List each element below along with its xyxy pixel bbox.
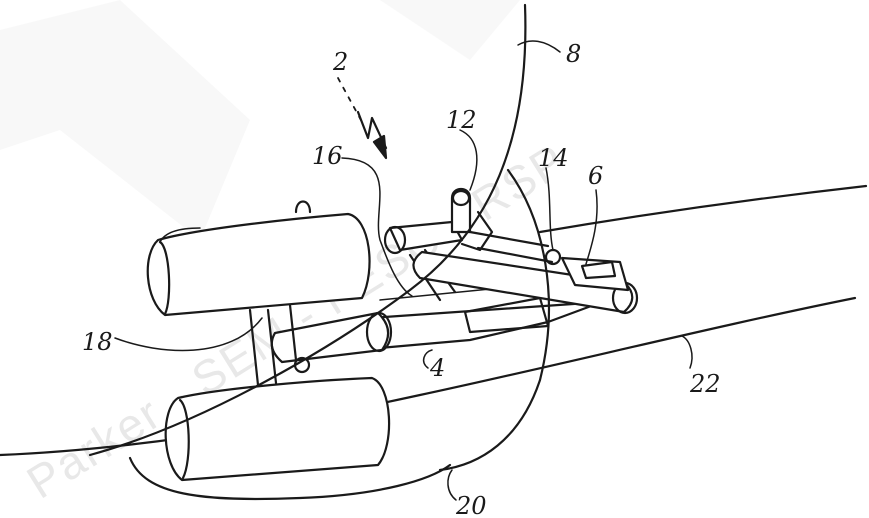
wheel-strut (248, 303, 298, 387)
lower-tyre (164, 376, 391, 482)
label-4: 4 (429, 354, 445, 382)
tyre-top-knob (294, 200, 312, 214)
watermark-chevron-shape-2 (380, 0, 520, 60)
leader-18 (114, 317, 263, 352)
direction-arrow-shaft (337, 77, 363, 123)
watermark-chevron-shape (0, 0, 250, 240)
leader-20 (447, 469, 457, 501)
label-2: 2 (332, 48, 348, 76)
door-arc (438, 168, 550, 472)
leader-6 (585, 189, 598, 265)
leader-4 (422, 349, 433, 369)
upper-tyre (146, 212, 371, 317)
label-16: 16 (312, 142, 343, 170)
label-12: 12 (446, 106, 477, 134)
leader-14 (545, 167, 554, 251)
label-20: 20 (455, 492, 487, 518)
leader-16 (341, 157, 413, 297)
pivot-mount (450, 187, 494, 252)
bay-outline (128, 456, 452, 501)
label-8: 8 (566, 40, 581, 68)
leader-8 (517, 40, 561, 53)
actuator (468, 230, 562, 266)
direction-arrow-tail (356, 110, 388, 150)
label-14: 14 (538, 144, 569, 172)
label-18: 18 (82, 328, 113, 356)
main-leg-brace (463, 296, 550, 334)
leader-22 (681, 335, 693, 369)
leader-12 (459, 129, 478, 191)
fuselage-upper-line (538, 184, 868, 234)
bogie-beam (412, 250, 639, 315)
label-22: 22 (689, 370, 721, 398)
boundary-curve (88, 3, 527, 457)
label-6: 6 (588, 162, 603, 190)
direction-arrow-head (372, 134, 388, 160)
